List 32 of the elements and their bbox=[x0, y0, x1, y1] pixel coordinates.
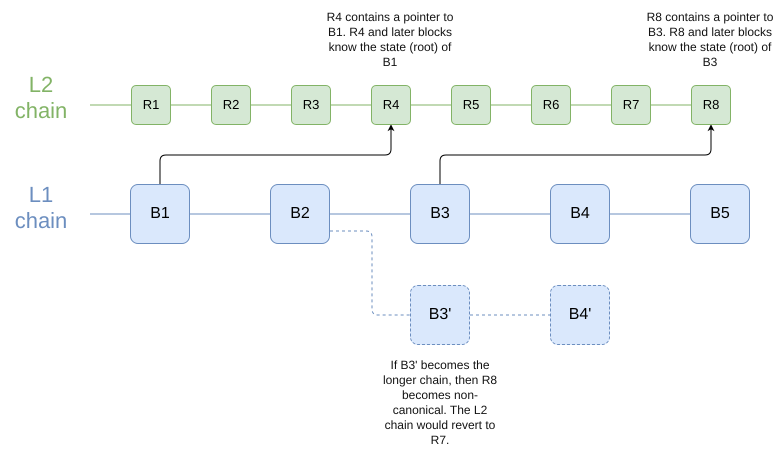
block-box: B3 bbox=[410, 184, 470, 244]
arrow bbox=[160, 124, 394, 184]
block-box: R1 bbox=[131, 85, 171, 125]
block-box: R5 bbox=[451, 85, 491, 125]
connector-line bbox=[570, 104, 612, 106]
block-box: R3 bbox=[291, 85, 331, 125]
block-box: R8 bbox=[691, 85, 731, 125]
block-box: B4' bbox=[550, 285, 610, 345]
block-box: R4 bbox=[371, 85, 411, 125]
connector-line bbox=[470, 314, 550, 316]
chain-label: L1 chain bbox=[14, 182, 68, 234]
connector-line bbox=[330, 104, 372, 106]
block-box: R2 bbox=[211, 85, 251, 125]
connector-line bbox=[490, 104, 532, 106]
note-text: R4 contains a pointer to B1. R4 and later blocks know the state (root) of B1 bbox=[326, 10, 454, 70]
note-text: If B3' becomes the longer chain, then R8 becomes non-canonical. The L2 chain would revert to R7. bbox=[382, 358, 498, 448]
block-box: B2 bbox=[270, 184, 330, 244]
connector-line bbox=[330, 230, 410, 316]
block-box: B1 bbox=[130, 184, 190, 244]
note-text: R8 contains a pointer to B3. R8 and later blocks know the state (root) of B3 bbox=[646, 10, 774, 70]
connector-line bbox=[90, 104, 132, 106]
block-box: R7 bbox=[611, 85, 651, 125]
connector-line bbox=[410, 104, 452, 106]
connector-line bbox=[650, 104, 692, 106]
arrow bbox=[440, 124, 714, 184]
block-box: B3' bbox=[410, 285, 470, 345]
connector-line bbox=[170, 104, 212, 106]
block-box: R6 bbox=[531, 85, 571, 125]
block-box: B4 bbox=[550, 184, 610, 244]
connector-line bbox=[250, 104, 292, 106]
block-box: B5 bbox=[690, 184, 750, 244]
chain-label: L2 chain bbox=[14, 72, 68, 124]
